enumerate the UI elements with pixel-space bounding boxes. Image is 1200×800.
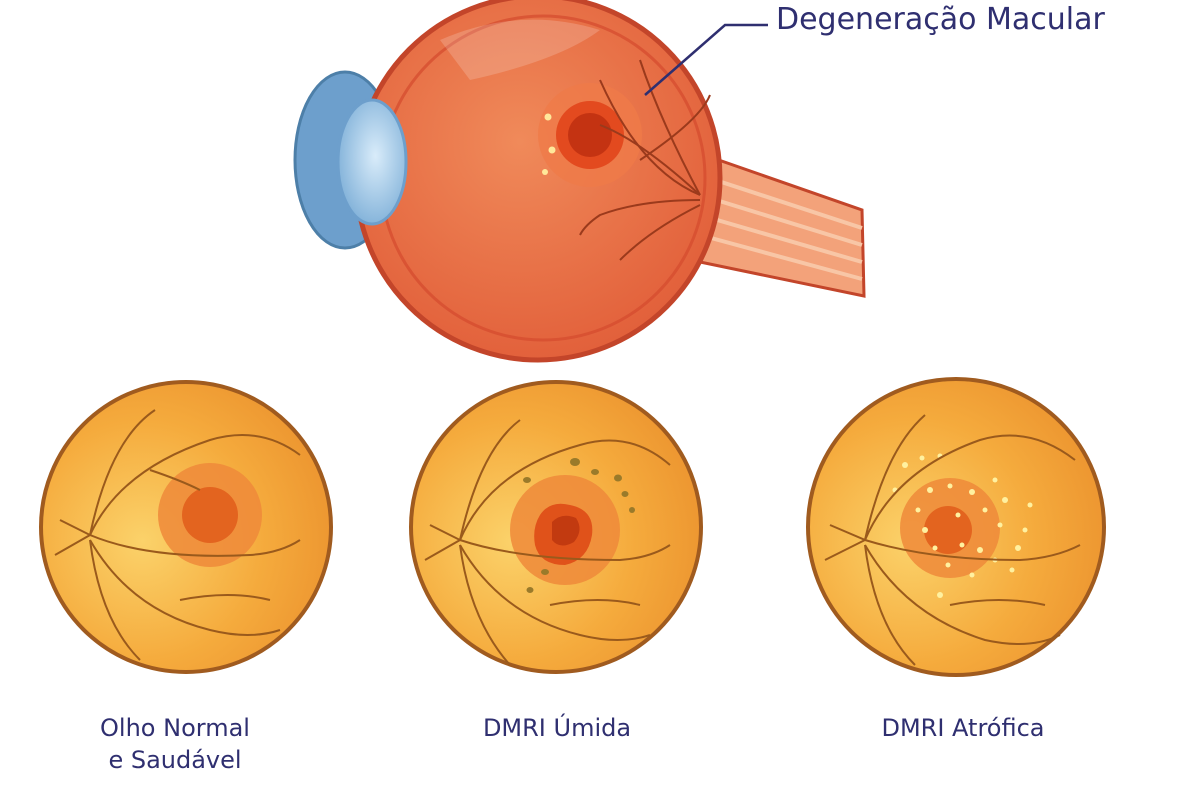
retina-normal-macula [182,487,238,543]
eyeball-vessels [579,59,711,261]
label-wet-amd: DMRI Úmida [482,714,632,742]
retina-dry [806,377,1106,677]
retina-wet-vessels [424,419,671,666]
lens [336,98,408,226]
retina-normal [39,380,333,674]
drusen-dot [544,113,552,121]
retina-dry-vessels [824,414,1081,666]
retina-wet [409,380,703,674]
label-normal-eye: Olho Normal e Saudável [50,712,300,776]
eyeball-highlight [440,19,600,80]
label-normal-line1: Olho Normal [100,714,250,742]
retina-dry-macula [924,506,972,554]
drusen-dot [548,146,556,154]
retina-wet-lesion-core [552,515,580,546]
label-dry-amd: DMRI Atrófica [881,714,1045,742]
label-normal-line2: e Saudável [108,746,242,774]
callout-leader-line [644,23,768,96]
drusen-dot [542,169,548,175]
callout-label: Degeneração Macular [776,2,1105,37]
retina-wet-hemorrhages [523,458,635,593]
macula-lesion-inner [568,113,612,157]
retina-normal-vessels [54,409,301,661]
eyeball-cross-section [293,0,866,363]
retina-dry-drusen [892,453,1033,598]
